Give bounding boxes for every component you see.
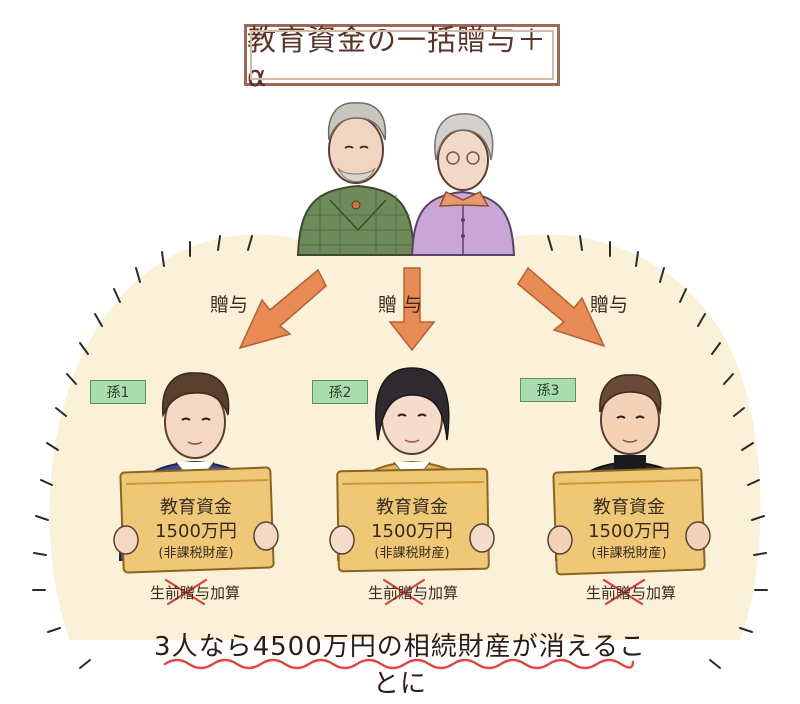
box-text-2: 教育資金 1500万円 (非課税財産) [356, 496, 468, 564]
box-amount: 1500万円 [371, 521, 453, 542]
arrow-left [238, 268, 327, 350]
gift-label-right: 贈与 [590, 294, 629, 316]
box-note: (非課税財産) [158, 546, 234, 561]
grandchild-tag-1: 孫1 [90, 380, 146, 404]
grandfather-figure [296, 102, 416, 256]
bottom-caption: 3人なら4500万円の相続財産が消えることに [154, 632, 646, 699]
box-amount: 1500万円 [155, 521, 237, 542]
education-box-2 [329, 467, 495, 573]
title-box: 教育資金の一括贈与＋α [244, 23, 560, 93]
box-text-3: 教育資金 1500万円 (非課税財産) [573, 496, 685, 564]
addition-note-2: 生前贈与加算 [368, 584, 459, 602]
gift-label-left: 贈与 [210, 294, 249, 316]
strike-marks [164, 578, 646, 606]
box-note: (非課税財産) [374, 546, 450, 561]
addition-note-1: 生前贈与加算 [150, 584, 241, 602]
box-note: (非課税財産) [591, 546, 667, 561]
arrow-right [517, 266, 606, 348]
box-title: 教育資金 [593, 497, 665, 518]
education-box-3 [547, 466, 711, 576]
arrow-center [388, 267, 436, 352]
sun-dashes [32, 235, 768, 669]
gift-label-center: 贈 与 [378, 294, 423, 316]
red-wavy-underline [163, 658, 635, 670]
box-amount: 1500万円 [588, 521, 670, 542]
education-box-1 [113, 466, 279, 574]
box-title: 教育資金 [160, 497, 232, 518]
grandchild-tag-3: 孫3 [520, 378, 576, 402]
box-title: 教育資金 [376, 497, 448, 518]
grandmother-figure [410, 113, 516, 256]
addition-note-3: 生前贈与加算 [586, 584, 677, 602]
box-text-1: 教育資金 1500万円 (非課税財産) [140, 496, 252, 564]
page-title: 教育資金の一括贈与＋α [247, 23, 548, 93]
grandchild-tag-2: 孫2 [312, 380, 368, 404]
